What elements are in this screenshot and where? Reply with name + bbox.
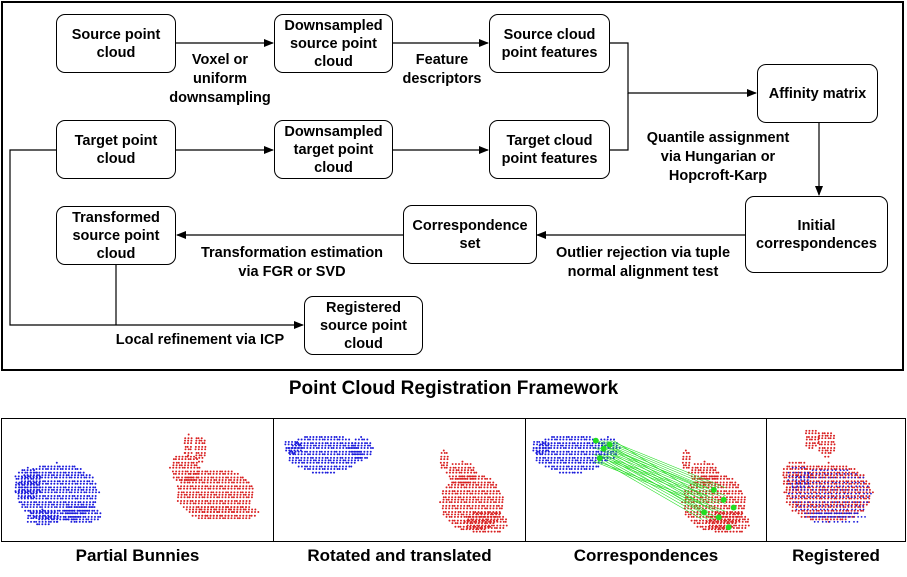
label-feature-descriptors: Feature descriptors [402,52,482,87]
source-bunny-rotated [284,436,374,474]
panel-partial-bunnies [1,418,274,542]
node-correspondence-set: Correspondence set [403,205,537,264]
node-target-point-cloud: Target point cloud [56,120,176,179]
node-affinity-matrix: Affinity matrix [757,64,878,123]
node-downsampled-source: Downsampled source point cloud [274,14,393,73]
node-initial-correspondences: Initial correspondences [745,196,888,273]
correspondence-lines [593,440,726,520]
panel-correspondences [525,418,767,542]
caption-rotated-translated: Rotated and translated [307,546,492,565]
node-transformed-source: Transformed source point cloud [56,206,176,265]
source-bunny-registered [787,466,872,523]
matched-points [592,437,737,531]
target-bunny-translated [439,449,508,533]
diagram-frame [1,1,904,371]
target-bunny-cloud [168,433,260,520]
panel-rotated-translated [273,418,526,542]
framework-title: Point Cloud Registration Framework [288,378,619,399]
node-target-features: Target cloud point features [489,120,610,179]
label-transformation-estimation: Transformation estimation via FGR or SVD [200,245,384,280]
label-icp-refinement: Local refinement via ICP [115,332,285,348]
node-source-features: Source cloud point features [489,14,610,73]
panel-registered [766,418,906,542]
caption-registered: Registered [792,546,880,565]
node-downsampled-target: Downsampled target point cloud [274,120,393,179]
node-source-point-cloud: Source point cloud [56,14,176,73]
registered-image [782,429,874,523]
source-bunny-cloud [14,461,102,526]
label-quantile-assignment: Quantile assignment via Hungarian or Hop… [646,130,790,184]
label-outlier-rejection: Outlier rejection via tuple normal align… [555,245,731,280]
node-registered-source: Registered source point cloud [304,296,423,355]
partial-bunnies-image [14,433,260,526]
label-voxel-downsampling: Voxel or uniform downsampling [169,52,271,106]
caption-correspondences: Correspondences [573,546,719,565]
rotated-translated-image [284,436,508,533]
correspondences-image [532,436,750,533]
caption-partial-bunnies: Partial Bunnies [75,546,200,565]
